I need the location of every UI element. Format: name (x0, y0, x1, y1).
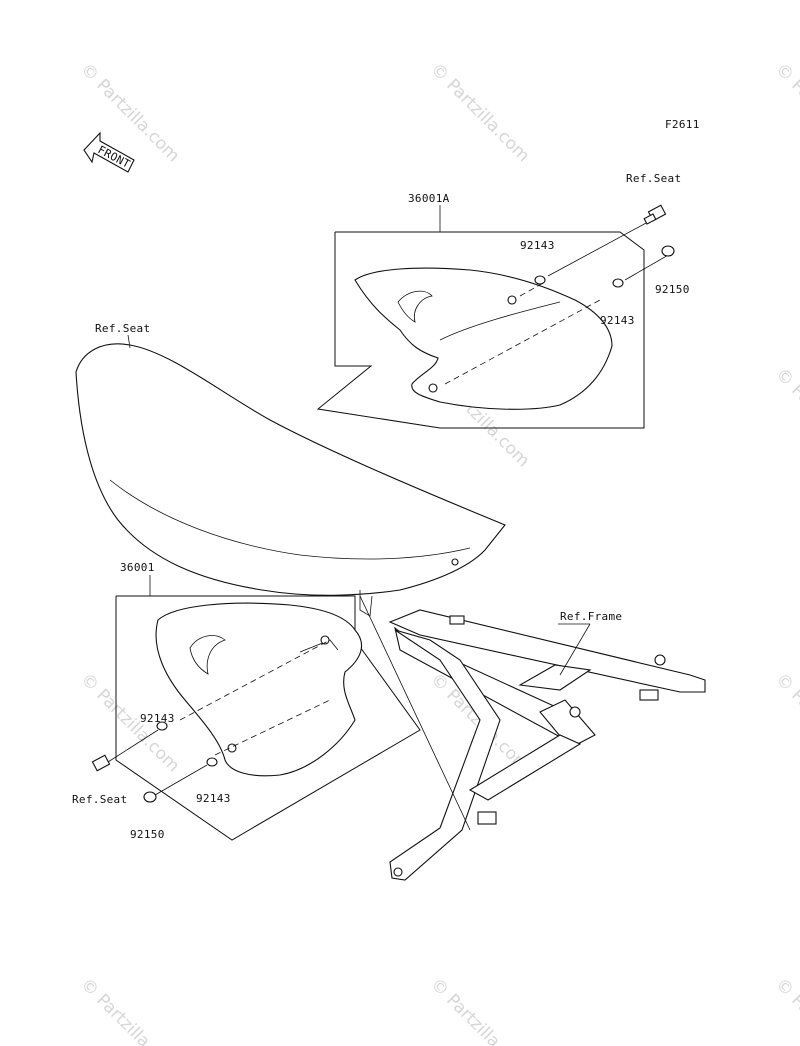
front-arrow-icon: FRONT (83, 131, 135, 173)
callout-92150-bottom: 92150 (130, 828, 165, 841)
callout-92143-top-b: 92143 (600, 314, 635, 327)
bolt-icon (91, 754, 111, 772)
callout-36001: 36001 (120, 561, 155, 574)
callout-ref-seat-left: Ref.Seat (95, 322, 150, 335)
washer-92143-icon (206, 757, 218, 767)
bolt-92150-icon (143, 791, 157, 803)
watermark: © Partzilla.com (771, 669, 800, 776)
bolt-92150-icon (661, 245, 675, 257)
kit-frame-36001A (316, 205, 645, 429)
front-arrow-label: FRONT (96, 143, 133, 171)
callout-ref-seat-bottom: Ref.Seat (72, 793, 127, 806)
callout-92143-bottom-a: 92143 (140, 712, 175, 725)
side-cover-right (354, 267, 613, 410)
callout-92150-top: 92150 (655, 283, 690, 296)
callout-36001A: 36001A (408, 192, 450, 205)
callout-ref-seat-top: Ref.Seat (626, 172, 681, 185)
hardware-bottom (91, 721, 218, 803)
subframe-reference (388, 609, 706, 881)
kit-frame-36001 (115, 575, 471, 841)
seat-reference (75, 334, 506, 617)
watermark: © Partzilla.com (426, 974, 533, 1046)
callout-92143-top-a: 92143 (520, 239, 555, 252)
watermark: © Partzilla.com (426, 59, 533, 166)
washer-92143-icon (534, 275, 546, 285)
side-cover-left (155, 602, 363, 777)
watermark: © Partzilla.com (76, 974, 183, 1046)
washer-92143-icon (612, 278, 624, 288)
callout-ref-frame: Ref.Frame (560, 610, 622, 623)
watermark: © Partzilla.com (771, 59, 800, 166)
callout-92143-bottom-b: 92143 (196, 792, 231, 805)
hardware-top (534, 204, 675, 288)
watermark: © Partzilla.com (771, 974, 800, 1046)
bolt-icon (643, 204, 667, 225)
watermark: © Partzilla.com (771, 364, 800, 471)
figure-code: F2611 (665, 118, 700, 131)
washer-92143-icon (156, 721, 168, 731)
